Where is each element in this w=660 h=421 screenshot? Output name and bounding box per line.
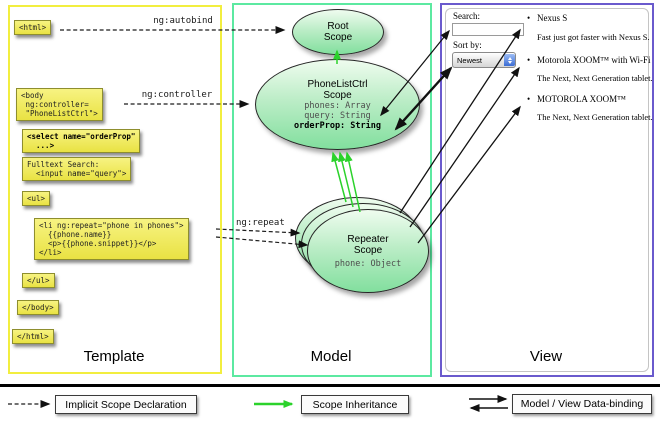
view-item-name: MOTOROLA XOOM™: [537, 94, 626, 104]
code-body-open: <body ng:controller= "PhoneListCtrl">: [16, 88, 103, 121]
view-item-name: Motorola XOOM™ with Wi-Fi: [537, 55, 651, 65]
code-body-close: </body>: [17, 300, 59, 315]
sort-dropdown-value: Newest: [457, 55, 483, 65]
legend-databinding: Model / View Data-binding: [512, 394, 652, 414]
code-li-repeat: <li ng:repeat="phone in phones"> {{phone…: [34, 218, 189, 260]
sort-by-label: Sort by:: [453, 40, 482, 50]
ng-autobind-label: ng:autobind: [153, 16, 213, 26]
root-scope-title: Root Scope: [323, 21, 353, 43]
bullet-icon: •: [527, 55, 531, 65]
legend-databinding-arrows-icon: [469, 395, 508, 412]
ng-controller-label: ng:controller: [141, 90, 213, 100]
dropdown-stepper-icon: [504, 54, 515, 66]
phonelistctrl-scope-title: PhoneListCtrl Scope: [307, 78, 368, 101]
code-html-open: <html>: [14, 20, 52, 35]
repeater-scope-ellipse: Repeater Scope phone: Object: [307, 209, 429, 293]
view-item-desc: The Next, Next Generation tablet.: [537, 112, 653, 122]
code-ul-close: </ul>: [22, 273, 55, 288]
bullet-icon: •: [527, 94, 531, 104]
code-html-close: </html>: [12, 329, 54, 344]
repeater-scope-title: Repeater Scope: [347, 233, 389, 256]
model-column-label: Model: [310, 348, 352, 365]
legend-scope-inheritance: Scope Inheritance: [301, 395, 409, 414]
view-item-desc: The Next, Next Generation tablet.: [537, 73, 653, 83]
search-label: Search:: [453, 11, 480, 21]
view-column-label: View: [529, 348, 563, 365]
phonelistctrl-prop-query: query: String: [304, 110, 371, 121]
legend-divider: [0, 384, 660, 387]
ng-repeat-label: ng:repeat: [236, 218, 285, 228]
template-column-label: Template: [83, 348, 145, 365]
phonelistctrl-scope-ellipse: PhoneListCtrl Scope phones: Array query:…: [255, 59, 420, 150]
view-item-name: Nexus S: [537, 13, 568, 23]
root-scope-ellipse: Root Scope: [292, 9, 384, 55]
sort-dropdown[interactable]: Newest: [452, 52, 516, 68]
view-item-desc: Fast just got faster with Nexus S.: [537, 32, 650, 42]
phonelistctrl-prop-phones: phones: Array: [304, 100, 371, 111]
search-input[interactable]: [452, 23, 524, 36]
legend-implicit-scope: Implicit Scope Declaration: [55, 395, 197, 414]
code-ul-open: <ul>: [22, 191, 51, 206]
bullet-icon: •: [527, 13, 531, 23]
code-fulltext-input: Fulltext Search: <input name="query">: [22, 157, 132, 181]
code-select: <select name="orderProp" ...>: [22, 129, 141, 153]
template-panel: [8, 5, 222, 374]
phonelistctrl-prop-orderprop: orderProp: String: [294, 120, 381, 131]
repeater-prop-phone: phone: Object: [334, 258, 402, 269]
